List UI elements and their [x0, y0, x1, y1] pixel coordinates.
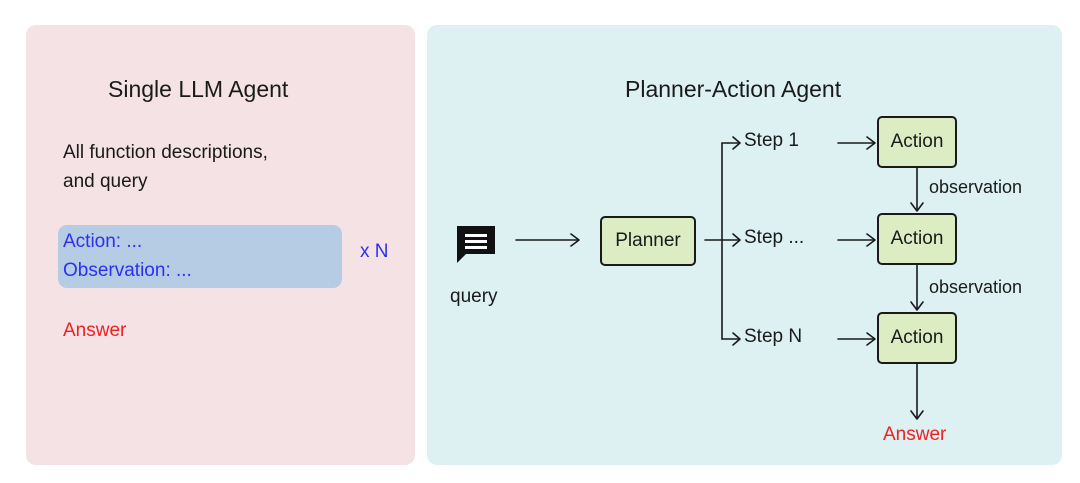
action-label-3: Action [890, 327, 944, 348]
observation-label-2: observation [929, 277, 1023, 297]
action-node-2: Action [877, 213, 957, 265]
planner-agent-answer: Answer [883, 424, 947, 445]
chat-message-icon [457, 226, 495, 263]
action-label-1: Action [890, 131, 944, 152]
step-1-label: Step 1 [744, 130, 799, 151]
step-middle-label: Step ... [744, 227, 805, 248]
step-n-label: Step N [744, 326, 803, 347]
planner-node: Planner [600, 216, 696, 266]
single-agent-answer: Answer [63, 320, 127, 341]
planner-label: Planner [615, 230, 681, 251]
query-label: query [450, 286, 498, 307]
description-line-1: All function descriptions, [63, 142, 268, 163]
loop-action-text: Action: ... [63, 231, 143, 252]
action-label-2: Action [890, 228, 944, 249]
description-line-2: and query [63, 171, 148, 192]
observation-label-1: observation [929, 177, 1023, 197]
loop-observation-text: Observation: ... [63, 260, 192, 281]
action-node-1: Action [877, 116, 957, 168]
single-agent-title: Single LLM Agent [108, 76, 289, 102]
action-node-3: Action [877, 312, 957, 364]
planner-action-title: Planner-Action Agent [625, 76, 842, 102]
action-observation-loop-box [58, 225, 342, 288]
repeat-count-label: x N [360, 241, 389, 262]
